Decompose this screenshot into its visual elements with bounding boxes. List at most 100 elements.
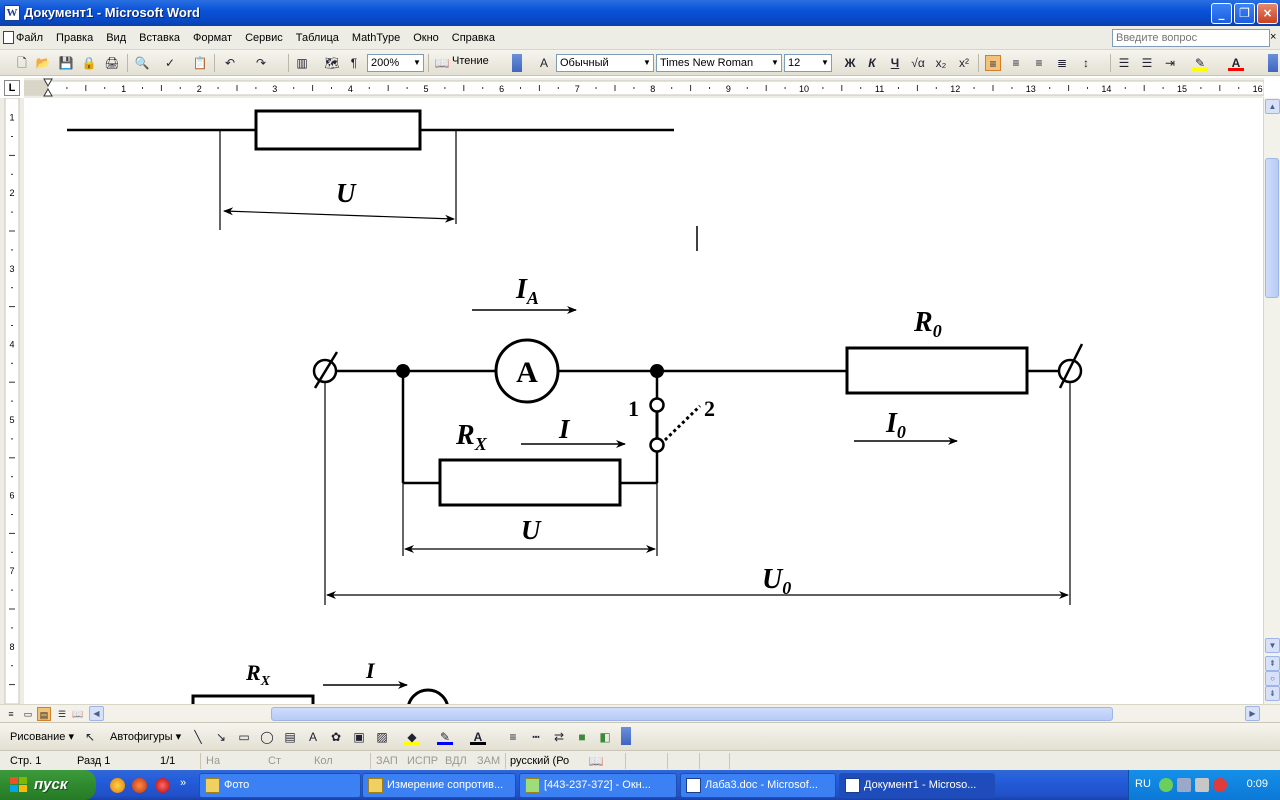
network-icon[interactable] <box>1159 778 1173 792</box>
scroll-down-icon[interactable]: ▼ <box>1265 638 1280 653</box>
opera-icon[interactable] <box>155 778 170 793</box>
font-select[interactable]: Times New Roman ▼ <box>656 54 782 72</box>
menu-tools[interactable]: Сервис <box>245 32 283 44</box>
task-laba3[interactable]: Лаба3.doc - Microsof... <box>680 773 836 798</box>
print-preview-icon[interactable]: 🔍 <box>134 56 150 70</box>
line-tool-icon[interactable]: ╲ <box>194 730 202 744</box>
quicklaunch-icon[interactable] <box>110 778 125 793</box>
select-objects-icon[interactable]: ↖ <box>84 730 96 744</box>
document-page[interactable]: U IA R0 RX I I0 U U0 RX I A 1 2 A <box>24 98 1264 704</box>
show-formatting-icon[interactable]: ¶ <box>350 56 358 70</box>
fill-color-icon[interactable]: ◆ <box>404 729 420 745</box>
browser-icon[interactable] <box>132 778 147 793</box>
zoom-select[interactable]: 200% ▼ <box>367 54 424 72</box>
subscript-button[interactable]: x₂ <box>935 56 947 70</box>
3d-style-icon[interactable]: ◧ <box>599 730 611 744</box>
line-color-icon[interactable]: ✎ <box>437 729 453 745</box>
equation-icon[interactable]: √α <box>911 56 925 70</box>
minimize-button[interactable]: _ <box>1211 3 1232 24</box>
indent-icon[interactable]: ⇥ <box>1164 56 1176 70</box>
document-icon[interactable] <box>3 31 14 44</box>
dash-style-icon[interactable]: ┅ <box>532 730 540 744</box>
toolbar-overflow-handle[interactable] <box>621 727 631 745</box>
volume-icon[interactable] <box>1195 778 1209 792</box>
opera-tray-icon[interactable] <box>1213 778 1227 792</box>
menu-window[interactable]: Окно <box>413 32 439 44</box>
close-document-icon[interactable]: × <box>1270 31 1277 43</box>
print-layout-icon[interactable]: ▤ <box>37 707 51 721</box>
toolbar-overflow-handle[interactable] <box>1268 54 1278 72</box>
line-style-icon[interactable]: ≡ <box>509 730 517 744</box>
redo-icon[interactable]: ↷ <box>255 56 267 70</box>
clipart-icon[interactable]: ▣ <box>353 730 365 744</box>
font-size-select[interactable]: 12 ▼ <box>784 54 832 72</box>
reading-view-icon[interactable]: 📖 <box>72 709 84 719</box>
highlight-icon[interactable]: ✎ <box>1192 55 1208 71</box>
undo-icon[interactable]: ↶ <box>224 56 236 70</box>
select-browse-object-icon[interactable]: ○ <box>1265 671 1280 686</box>
reading-layout-icon[interactable]: 📖 <box>434 56 450 70</box>
clock[interactable]: 0:09 <box>1246 778 1268 790</box>
paste-icon[interactable]: 📋 <box>192 56 208 70</box>
spelling-status-icon[interactable]: 📖 <box>588 754 604 768</box>
wordart-icon[interactable]: A <box>308 730 317 744</box>
status-track-changes[interactable]: ИСПР <box>407 755 439 767</box>
rectangle-tool-icon[interactable]: ▭ <box>238 730 250 744</box>
print-icon[interactable]: 🖨 <box>104 56 120 70</box>
vertical-scroll-thumb[interactable] <box>1265 158 1279 298</box>
help-search-input[interactable] <box>1112 29 1270 47</box>
language-indicator[interactable]: RU <box>1135 778 1151 790</box>
line-spacing-icon[interactable]: ↕ <box>1083 56 1089 70</box>
vertical-scrollbar[interactable]: ▲ ▼ ⇞ ○ ⇟ <box>1263 98 1280 704</box>
menu-help[interactable]: Справка <box>451 32 495 44</box>
spelling-icon[interactable]: ✓ <box>164 56 176 70</box>
task-document1[interactable]: Документ1 - Microso... <box>839 773 995 798</box>
save-icon[interactable]: 💾 <box>58 56 74 70</box>
scroll-right-icon[interactable]: ▶ <box>1245 706 1260 721</box>
text-color-icon[interactable]: A <box>470 729 486 745</box>
start-button[interactable]: пуск <box>0 770 96 800</box>
menu-mathtype[interactable]: MathType <box>351 32 401 44</box>
bold-button[interactable]: Ж <box>844 56 856 70</box>
shadow-style-icon[interactable]: ■ <box>578 730 586 744</box>
oval-tool-icon[interactable]: ◯ <box>260 730 274 744</box>
outline-view-icon[interactable]: ☰ <box>57 709 67 719</box>
autoshapes-menu-button[interactable]: Автофигуры ▾ <box>110 731 182 743</box>
arrow-tool-icon[interactable]: ↘ <box>215 730 227 744</box>
textbox-tool-icon[interactable]: ▤ <box>284 730 296 744</box>
justify-icon[interactable]: ≣ <box>1056 56 1068 70</box>
menu-table[interactable]: Таблица <box>295 32 339 44</box>
bullets-icon[interactable]: ☰ <box>1141 56 1153 70</box>
diagram-icon[interactable]: ✿ <box>330 730 342 744</box>
status-language[interactable]: русский (Ро <box>510 755 570 767</box>
font-color-icon[interactable]: A <box>1228 55 1244 71</box>
status-overtype[interactable]: ЗАМ <box>477 755 501 767</box>
document-map-icon[interactable]: 🗺 <box>324 56 340 70</box>
tab-stop-selector[interactable]: L <box>4 80 20 96</box>
drawing-menu-button[interactable]: Рисование ▾ <box>10 731 74 743</box>
menu-view[interactable]: Вид <box>106 32 127 44</box>
next-page-icon[interactable]: ⇟ <box>1265 686 1280 701</box>
columns-icon[interactable]: ▥ <box>296 56 308 70</box>
menu-file[interactable]: Файл <box>16 32 44 44</box>
status-extend[interactable]: ВДЛ <box>445 755 467 767</box>
quicklaunch-overflow-icon[interactable]: » <box>180 777 187 789</box>
menu-edit[interactable]: Правка <box>56 32 94 44</box>
open-folder-icon[interactable]: 📂 <box>35 56 51 70</box>
align-right-icon[interactable]: ≡ <box>1035 56 1043 70</box>
menu-format[interactable]: Формат <box>193 32 233 44</box>
tray-app-icon[interactable] <box>1177 778 1191 792</box>
align-center-icon[interactable]: ≡ <box>1012 56 1020 70</box>
insert-picture-icon[interactable]: ▨ <box>376 730 388 744</box>
status-record[interactable]: ЗАП <box>376 755 398 767</box>
horizontal-scroll-thumb[interactable] <box>271 707 1113 721</box>
underline-button[interactable]: Ч <box>890 56 900 70</box>
reading-mode-button[interactable]: Чтение <box>452 55 489 67</box>
style-select[interactable]: Обычный ▼ <box>556 54 654 72</box>
arrow-style-icon[interactable]: ⇄ <box>553 730 565 744</box>
task-photos[interactable]: Фото <box>199 773 361 798</box>
restore-button[interactable]: ❐ <box>1234 3 1255 24</box>
menu-insert[interactable]: Вставка <box>139 32 181 44</box>
